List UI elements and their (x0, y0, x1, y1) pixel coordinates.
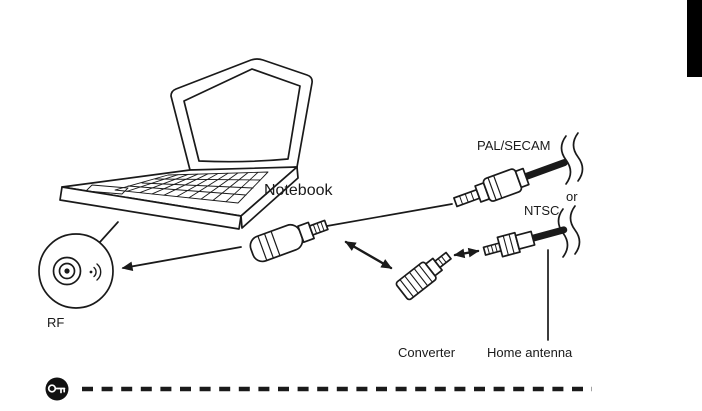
label-home-antenna: Home antenna (487, 345, 573, 360)
key-icon (47, 384, 66, 394)
rf-port-icon (52, 256, 82, 286)
cable-break-marks-pal-secam (560, 132, 584, 185)
converter-plug (395, 251, 452, 301)
arrow-to-rf-port (121, 246, 242, 272)
ntsc-plug (482, 226, 568, 258)
double-arrow-converter-ntsc (453, 247, 480, 259)
rf-port-callout-line (99, 221, 119, 243)
cable-break-marks-ntsc (557, 205, 581, 258)
label-ntsc: NTSC (524, 203, 560, 218)
page-edge-tab (687, 0, 702, 77)
signal-icon (89, 263, 102, 281)
label-or: or (566, 189, 578, 204)
note-divider (45, 377, 592, 401)
double-arrow-notebook-converter (344, 240, 393, 270)
label-converter: Converter (398, 345, 456, 360)
label-rf: RF (47, 315, 65, 330)
label-pal-secam: PAL/SECAM (477, 138, 551, 153)
connection-line-pal-secam (326, 203, 453, 227)
laptop-screen (183, 68, 301, 163)
label-notebook: Notebook (264, 182, 333, 199)
laptop-illustration (59, 58, 313, 230)
pal-secam-plug (453, 159, 568, 208)
rf-port-callout (38, 233, 114, 309)
touchpad (85, 184, 129, 195)
keyboard-grid (85, 171, 269, 204)
ntsc-cable (528, 226, 568, 242)
pal-secam-cable (522, 159, 568, 181)
rf-cable-connector (249, 219, 329, 263)
